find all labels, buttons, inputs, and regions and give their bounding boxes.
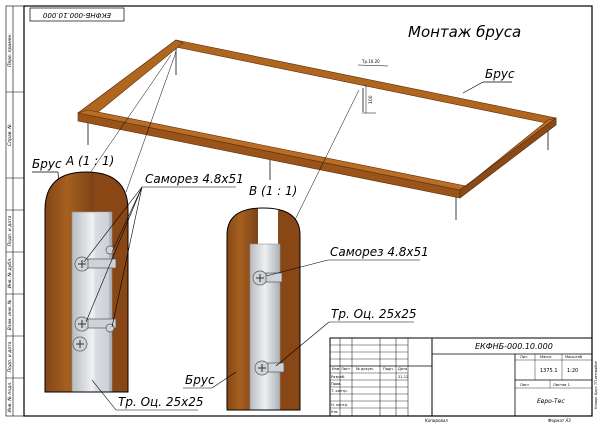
tb-lit-label: Лит. [520,355,528,359]
tb-format: Формат А3 [548,418,571,423]
tb-copied: Копировал [425,418,448,423]
label-tube-a: Тр. Оц. 25х25 [118,395,203,409]
tb-row: Разраб. [331,375,345,379]
code-rotated: ЕКФНБ-000.10.000 [42,11,111,19]
tb-sheets-label: Листов 1 [553,383,570,387]
detail-view-b [227,208,300,410]
tb-scale-label: Масштаб [565,355,583,359]
tb-header: Подп. [383,367,394,371]
dimension-small-top: Тр.10.20 [361,59,380,64]
sidebar-cell: Инв. № дубл. [7,258,13,289]
sidebar-cell: Перв. примен. [7,33,13,67]
left-sidebar [5,5,25,417]
tb-header: № докум. [356,367,374,371]
code-box-rotated: ЕКФНБ-000.10.000 [29,7,125,22]
label-brus-bottom: Брус [185,373,215,387]
tb-row: Пров. [331,382,341,386]
title-block [329,337,593,417]
label-samorez-a: Саморез 4.8х51 [145,172,244,186]
tb-header: Лист [341,367,350,371]
titleblock-code: ЕКФНБ-000.10.000 [475,342,553,351]
label-view-a: А (1 : 1) [65,154,114,168]
detail-view-a [45,172,128,392]
dimension-vertical: 100 [368,95,374,104]
dimension-callout [357,64,389,114]
sidebar-cell: Инв. № подл. [7,381,13,412]
tb-date: 21.12 [398,375,408,379]
beam-frame-3d [77,39,557,220]
tb-row: Н. контр. [331,403,348,407]
drawing-title: Монтаж бруса [408,23,521,41]
tb-header: Дата [398,367,407,371]
tb-mass-value: 1375.1 [540,368,558,374]
tb-row: Утв. [331,410,339,414]
sidebar-cell: Взам. инв. № [7,299,13,330]
detail-a-outline [44,171,129,393]
label-view-b: В (1 : 1) [249,184,297,198]
label-brus-top: Брус [485,67,515,81]
detail-b-outline [226,207,301,411]
sidebar-cell: Справ. № [7,124,13,146]
tb-right-note: Копир. Брус ТП.интрабое [594,360,598,409]
tb-mass-label: Масса [540,355,551,359]
tb-scale-value: 1:20 [567,368,578,374]
label-tube-b: Тр. Оц. 25х25 [331,307,416,321]
label-samorez-b: Саморез 4.8х51 [330,245,429,259]
tb-company: Евро-Тес [537,398,565,405]
sidebar-cell: Подп. и дата [7,341,13,372]
label-brus-left: Брус [32,157,62,171]
tb-header: Изм [332,367,340,371]
tb-row: Т. контр. [330,389,348,393]
tb-sheet-label: Лист [520,383,529,387]
sidebar-cell: Подп. и дата [7,215,13,246]
